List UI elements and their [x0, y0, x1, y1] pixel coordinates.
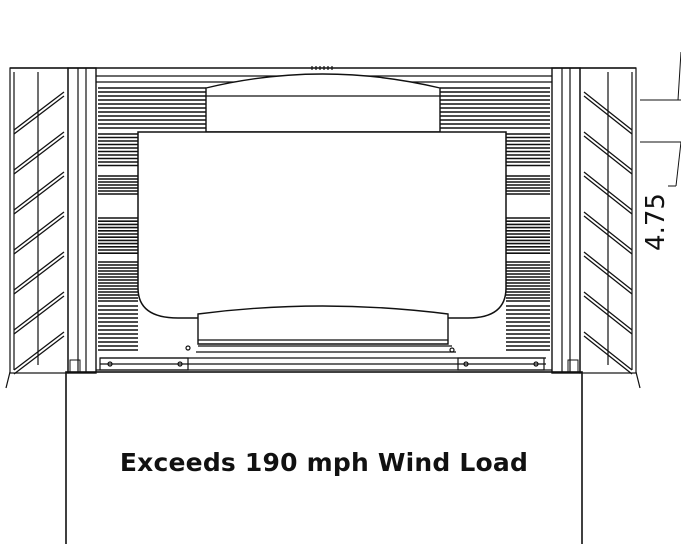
louver-slat — [583, 131, 633, 171]
louver-slat — [583, 171, 633, 211]
fan-dome — [205, 73, 441, 133]
right-post — [551, 67, 581, 374]
louver-slat — [13, 295, 65, 335]
louver-slat — [13, 255, 65, 295]
louver-slat — [583, 255, 633, 295]
coil-fins — [98, 87, 550, 351]
left-louver-panel — [5, 67, 69, 389]
louver-slat — [13, 215, 65, 255]
dimension-lines — [640, 51, 681, 187]
louver-slat — [583, 335, 633, 375]
louver-slat — [13, 251, 65, 291]
louver-slat — [583, 95, 633, 135]
louver-slat — [13, 91, 65, 131]
louver-slat — [583, 251, 633, 291]
louver-slat — [583, 211, 633, 251]
louver-slat — [13, 335, 65, 375]
wind-load-caption: Exceeds 190 mph Wind Load — [119, 448, 529, 477]
dimension-label: 4.75 — [641, 193, 671, 251]
compressor-body — [137, 131, 507, 319]
louver-slat — [13, 175, 65, 215]
louver-slat — [583, 215, 633, 255]
louver-slat — [583, 291, 633, 331]
louver-slat — [13, 211, 65, 251]
louver-slat — [583, 331, 633, 371]
louver-slat — [13, 331, 65, 371]
louver-slat — [583, 175, 633, 215]
louver-slat — [13, 171, 65, 211]
louver-slat — [583, 135, 633, 175]
louver-slat — [13, 131, 65, 171]
louver-slat — [583, 91, 633, 131]
right-louver-panel — [579, 67, 641, 389]
left-post — [67, 67, 97, 374]
drain-pan — [197, 305, 449, 345]
louver-slat — [13, 95, 65, 135]
louver-slat — [13, 291, 65, 331]
louver-slat — [583, 295, 633, 335]
base-curb — [65, 371, 583, 544]
louver-slat — [13, 135, 65, 175]
